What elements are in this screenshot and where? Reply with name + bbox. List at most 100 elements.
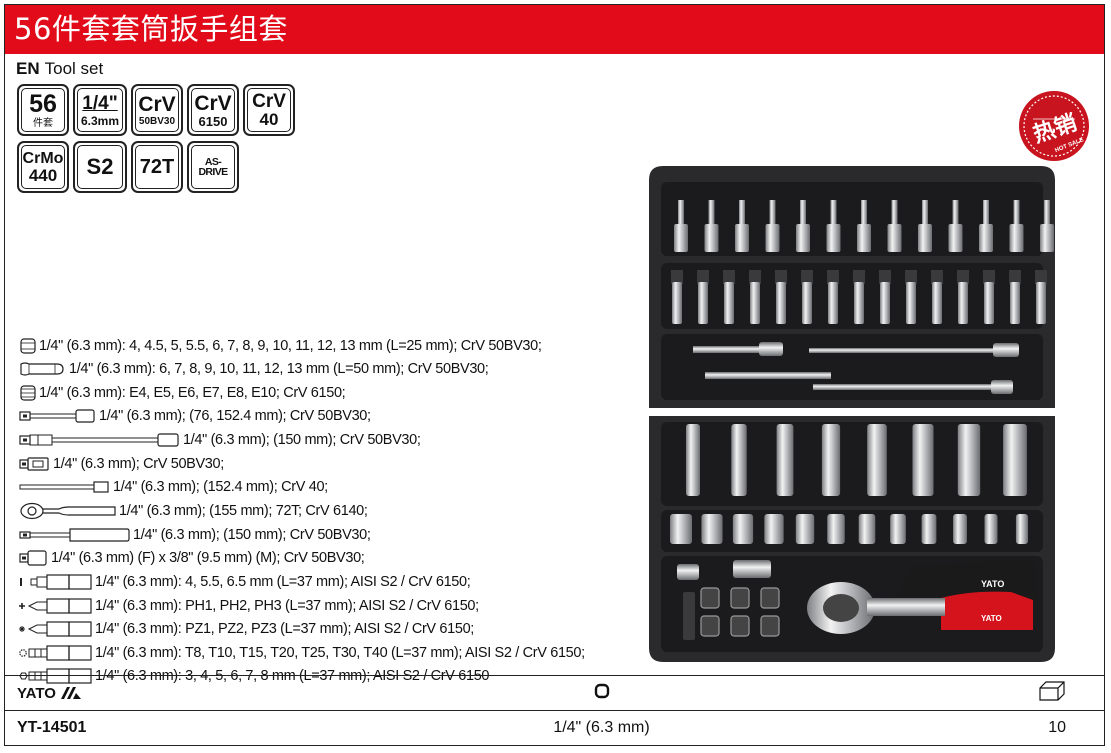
badge-as-drive: AS-DRIVE bbox=[187, 141, 239, 193]
short-bit bbox=[698, 282, 708, 324]
bit-tip bbox=[983, 200, 989, 226]
bit-holder bbox=[704, 224, 719, 252]
universal-joint-icon bbox=[19, 457, 49, 471]
bit-slot bbox=[749, 270, 761, 284]
bit-slot bbox=[879, 270, 891, 284]
spec-item: 1/4" (6.3 mm): 4, 5.5, 6.5 mm (L=37 mm);… bbox=[19, 571, 471, 593]
bit-socket bbox=[760, 615, 780, 637]
bit-slot bbox=[827, 270, 839, 284]
slotted-bit-icon bbox=[20, 574, 92, 590]
badge-crv-40: CrV 40 bbox=[243, 84, 295, 136]
bit-slot bbox=[723, 270, 735, 284]
subtitle-text: Tool set bbox=[44, 59, 104, 78]
ratchet-icon bbox=[20, 502, 116, 520]
spec-item: 1/4" (6.3 mm): E4, E5, E6, E7, E8, E10; … bbox=[19, 382, 346, 404]
short-bit bbox=[958, 282, 968, 324]
spec-item: 1/4" (6.3 mm); (150 mm); CrV 50BV30; bbox=[19, 429, 421, 451]
spec-item: 1/4" (6.3 mm); (76, 152.4 mm); CrV 50BV3… bbox=[19, 405, 371, 427]
bit-tip bbox=[1044, 200, 1050, 226]
bit-slot bbox=[957, 270, 969, 284]
bit-holder bbox=[735, 224, 749, 252]
bit-socket bbox=[700, 615, 720, 637]
spec-table: YATO YT-14501 1/4" (6.3 mm) 10 bbox=[5, 675, 1104, 745]
language-code: EN bbox=[16, 59, 40, 78]
deep-socket bbox=[912, 424, 934, 496]
adapter-icon bbox=[19, 550, 47, 566]
bit-holder bbox=[887, 224, 902, 252]
brand-mark-icon bbox=[60, 687, 81, 699]
short-bit bbox=[828, 282, 838, 324]
bit-socket bbox=[760, 587, 780, 609]
bit-slot bbox=[671, 270, 683, 284]
short-socket bbox=[890, 514, 906, 544]
short-socket bbox=[858, 514, 876, 544]
bit-slot bbox=[983, 270, 995, 284]
phillips-bit-icon bbox=[19, 598, 92, 614]
badge-piece-count: 56 件套 bbox=[17, 84, 69, 136]
extension-bar-icon bbox=[19, 409, 95, 423]
bit-tip bbox=[922, 200, 928, 226]
badge-drive-size: 1/4" 6.3mm bbox=[73, 84, 127, 136]
short-bit bbox=[750, 282, 760, 324]
badge-72t: 72T bbox=[131, 141, 183, 193]
drive-size-value: 1/4" (6.3 mm) bbox=[369, 710, 834, 745]
bit-socket bbox=[730, 615, 750, 637]
flexible-extension-icon bbox=[19, 433, 179, 447]
bit-holder bbox=[918, 224, 932, 252]
short-socket-icon bbox=[20, 338, 36, 354]
bit-holder bbox=[948, 224, 963, 252]
short-bit bbox=[984, 282, 994, 324]
screwdriver-handle-icon bbox=[19, 528, 130, 542]
bit-tip bbox=[739, 200, 745, 226]
bit-tip bbox=[830, 200, 837, 226]
case-ratchet-logo: YATO bbox=[981, 614, 1002, 623]
t-bar-icon bbox=[19, 481, 109, 493]
spec-item: 1/4" (6.3 mm); (152.4 mm); CrV 40; bbox=[19, 476, 328, 498]
short-socket bbox=[921, 514, 937, 544]
adapter bbox=[677, 564, 699, 580]
package-box-icon bbox=[1039, 681, 1065, 701]
bit-holder bbox=[674, 224, 688, 252]
badge-crmo-440: CrMo 440 bbox=[17, 141, 69, 193]
deep-socket bbox=[957, 424, 981, 496]
bit-holder bbox=[1009, 224, 1024, 252]
badge-crv-50bv30: CrV 50BV30 bbox=[131, 84, 183, 136]
bit-tip bbox=[708, 200, 715, 226]
deep-socket bbox=[686, 424, 700, 496]
deep-socket-icon bbox=[20, 362, 64, 376]
deep-socket bbox=[867, 424, 887, 496]
bit-tip bbox=[769, 200, 776, 226]
spec-item: 1/4" (6.3 mm): T8, T10, T15, T20, T25, T… bbox=[19, 642, 585, 664]
page-title: 56件套套筒扳手组套 bbox=[5, 5, 1104, 54]
short-bit bbox=[802, 282, 812, 324]
torx-socket-icon bbox=[20, 385, 36, 401]
short-socket bbox=[953, 514, 967, 544]
spec-item: 1/4" (6.3 mm): PH1, PH2, PH3 (L=37 mm); … bbox=[19, 595, 479, 617]
deep-socket bbox=[1003, 424, 1027, 496]
tool-case-image: YATO YATO bbox=[649, 166, 1055, 662]
short-bit bbox=[1010, 282, 1020, 324]
spec-item: 1/4" (6.3 mm): 6, 7, 8, 9, 10, 11, 12, 1… bbox=[19, 358, 489, 380]
bit-slot bbox=[775, 270, 787, 284]
short-socket bbox=[732, 514, 754, 544]
bit-holder bbox=[979, 224, 993, 252]
short-socket bbox=[764, 514, 784, 544]
short-bit bbox=[672, 282, 682, 324]
short-socket bbox=[827, 514, 845, 544]
bit-tip bbox=[861, 200, 867, 226]
deep-socket bbox=[731, 424, 747, 496]
square-drive-icon bbox=[594, 683, 609, 699]
badge-s2: S2 bbox=[73, 141, 127, 193]
universal-joint bbox=[733, 560, 771, 578]
bit-holder bbox=[1040, 224, 1054, 252]
spec-item: 1/4" (6.3 mm); (150 mm); CrV 50BV30; bbox=[19, 524, 371, 546]
bit-holder bbox=[765, 224, 780, 252]
deep-socket bbox=[821, 424, 841, 496]
model-number: YT-14501 bbox=[5, 710, 369, 745]
short-socket bbox=[1015, 514, 1029, 544]
bit-slot bbox=[931, 270, 943, 284]
spec-item: 1/4" (6.3 mm); CrV 50BV30; bbox=[19, 453, 224, 475]
short-socket bbox=[701, 514, 723, 544]
bit-tip bbox=[800, 200, 806, 226]
